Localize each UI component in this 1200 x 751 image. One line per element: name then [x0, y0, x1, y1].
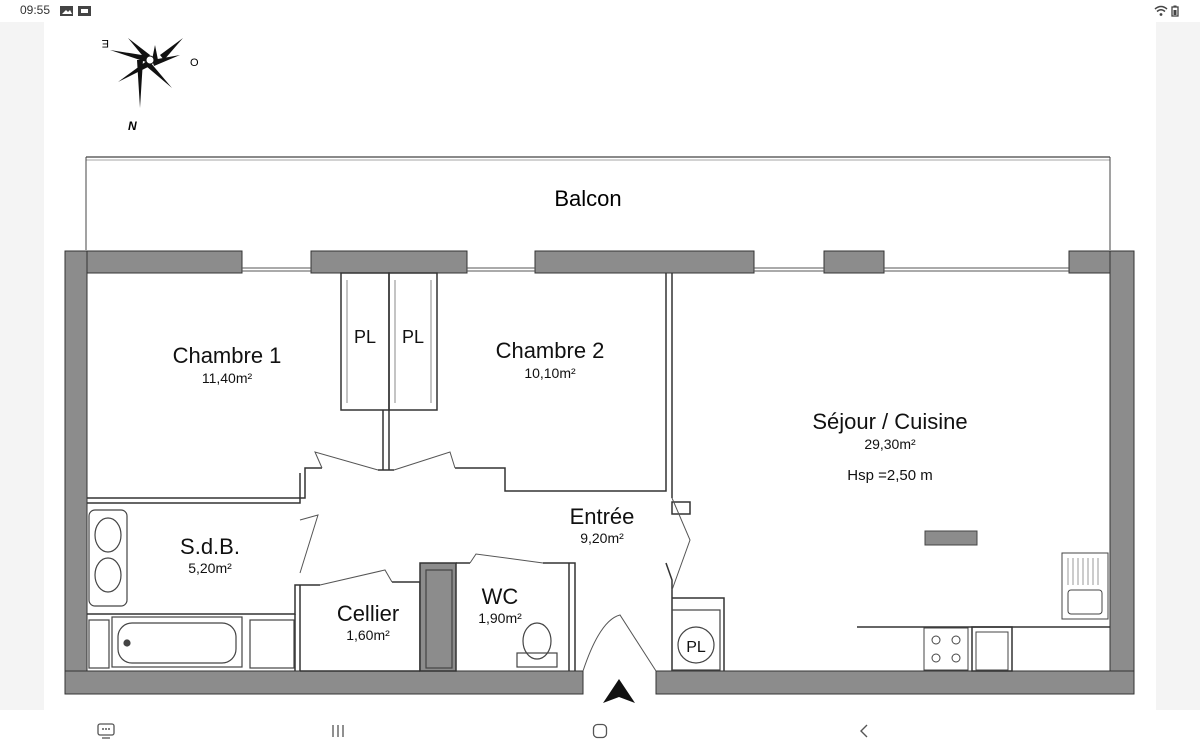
room-name-chambre-1: Chambre 1 — [173, 343, 282, 368]
floor-plan-viewer[interactable]: N E O Balcon — [44, 22, 1156, 710]
room-name-wc: WC — [482, 584, 519, 609]
compass-rose-icon: N E O — [102, 37, 199, 133]
compass-north-label: N — [128, 119, 137, 133]
room-area-cellier: 1,60m² — [346, 627, 390, 643]
status-system-icons — [1154, 4, 1180, 22]
wifi-battery-icon — [1154, 5, 1179, 17]
bathroom-fixtures — [88, 509, 721, 671]
compass-west-label: O — [190, 57, 199, 69]
room-area-wc: 1,90m² — [478, 610, 522, 626]
entrance-arrow-icon — [603, 679, 635, 703]
exterior-walls — [64, 250, 1135, 695]
back-button[interactable] — [844, 718, 884, 744]
navigation-bar — [0, 710, 1200, 751]
gallery-icon — [60, 6, 91, 16]
room-labels: Chambre 1 11,40m² Chambre 2 10,10m² Séjo… — [173, 327, 968, 656]
room-name-cellier: Cellier — [337, 601, 399, 626]
closet-label-3: PL — [686, 639, 706, 656]
floor-plan: N E O Balcon — [64, 37, 1135, 703]
room-name-entree: Entrée — [570, 504, 635, 529]
room-area-chambre-2: 10,10m² — [524, 365, 576, 381]
room-name-sejour: Séjour / Cuisine — [812, 409, 967, 434]
balcony-label: Balcon — [554, 186, 621, 211]
windows — [242, 267, 1069, 272]
door-swings — [299, 451, 691, 672]
ceiling-height: Hsp =2,50 m — [847, 467, 932, 484]
closet-label-2: PL — [402, 327, 424, 347]
viewer-margin-left — [0, 22, 44, 710]
sink — [1061, 552, 1109, 620]
status-bar: 09:55 — [0, 0, 1200, 22]
status-notification-icons — [60, 4, 94, 22]
status-time: 09:55 — [20, 3, 51, 17]
viewer-margin-right — [1156, 22, 1200, 710]
room-area-sdb: 5,20m² — [188, 560, 232, 576]
double-sink — [88, 509, 128, 607]
room-area-chambre-1: 11,40m² — [202, 370, 253, 386]
home-icon — [592, 723, 608, 739]
room-area-sejour: 29,30m² — [864, 436, 916, 452]
compass-east-label: E — [102, 37, 109, 49]
balcony: Balcon — [85, 156, 1111, 250]
bathtub — [111, 616, 243, 668]
room-name-sdb: S.d.B. — [180, 534, 240, 559]
closet-doors — [346, 280, 432, 403]
home-button[interactable] — [580, 718, 620, 744]
recent-apps-icon — [332, 725, 344, 737]
keyboard-icon — [97, 723, 115, 739]
room-name-chambre-2: Chambre 2 — [496, 338, 605, 363]
cooktop — [923, 627, 969, 671]
room-area-entree: 9,20m² — [580, 530, 624, 546]
closet-label-1: PL — [354, 327, 376, 347]
toilet — [522, 622, 552, 660]
screenshot-keyboard-button[interactable] — [86, 718, 126, 744]
interior-walls — [87, 272, 1110, 672]
back-icon — [860, 724, 868, 738]
kitchen — [923, 530, 1109, 671]
recent-apps-button[interactable] — [318, 718, 358, 744]
radiator — [924, 530, 978, 546]
